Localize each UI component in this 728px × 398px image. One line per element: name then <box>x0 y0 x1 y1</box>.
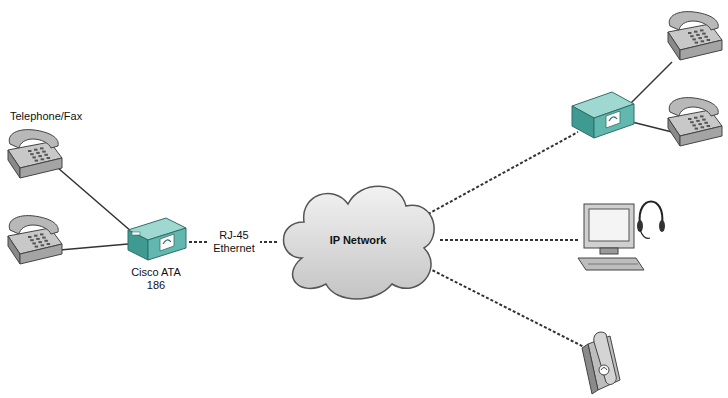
link-label: RJ-45 Ethernet <box>208 229 260 255</box>
ata-icon <box>124 216 188 264</box>
phone-cord <box>60 244 128 250</box>
device-label: Cisco ATA 186 <box>129 266 183 292</box>
telephone <box>668 12 722 60</box>
telephone <box>8 130 62 178</box>
network-link <box>440 239 578 241</box>
cloud-label: IP Network <box>330 234 387 247</box>
phone-cord <box>628 62 672 106</box>
telephone <box>8 216 62 264</box>
phone-cord <box>632 122 672 132</box>
phone-cord <box>58 168 132 232</box>
network-link <box>428 268 590 350</box>
device-caption: Telephone/Fax <box>10 110 82 123</box>
ata-device <box>572 92 634 138</box>
network-link <box>428 132 578 214</box>
ata-device: Cisco ATA 186 <box>124 216 188 292</box>
telephone <box>668 98 722 146</box>
fax-phone <box>582 332 620 394</box>
network-cloud: IP Network <box>276 176 440 304</box>
pc-with-headset <box>578 202 665 271</box>
